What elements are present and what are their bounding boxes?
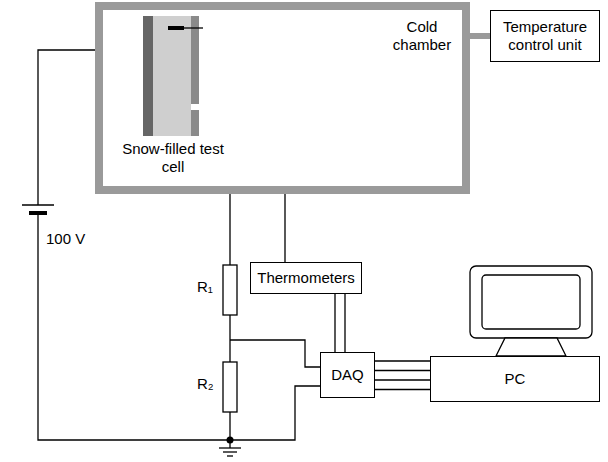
node-label: Snow-filled test cell [118,140,228,176]
node-label: Thermometers [257,269,355,287]
control-unit-box: Temperature control unit [490,10,600,62]
wire [230,340,320,367]
daq-box: DAQ [320,352,375,398]
resistor-symbol [223,265,237,315]
monitor-icon [470,266,592,356]
pc-box: PC [430,356,600,402]
voltage-label: 100 V [46,230,85,248]
ground-symbol [219,447,241,448]
wire [38,215,230,440]
wire [230,386,320,440]
signal-wire [375,361,430,390]
test-cell-drawing [143,16,203,136]
node-label: PC [505,370,526,388]
node-label: Cold chamber [385,18,459,54]
resistor-label: R₂ [197,375,214,393]
resistor-label: R₁ [197,278,213,296]
chamber-link [470,33,490,39]
wire [229,315,230,362]
cold-chamber: Cold chamberSnow-filled test cell [95,2,470,194]
thermometers-box: Thermometers [250,262,362,294]
resistor-symbol [223,362,237,412]
node-label: DAQ [331,366,364,384]
test-cell: Snow-filled test cell [143,16,203,136]
node-label: Temperature control unit [497,18,593,54]
ground-symbol [227,455,233,456]
battery-symbol [29,211,47,215]
junction-dot [227,437,234,444]
ground-symbol [223,451,237,452]
signal-wire [335,294,345,352]
battery-symbol [22,204,54,206]
